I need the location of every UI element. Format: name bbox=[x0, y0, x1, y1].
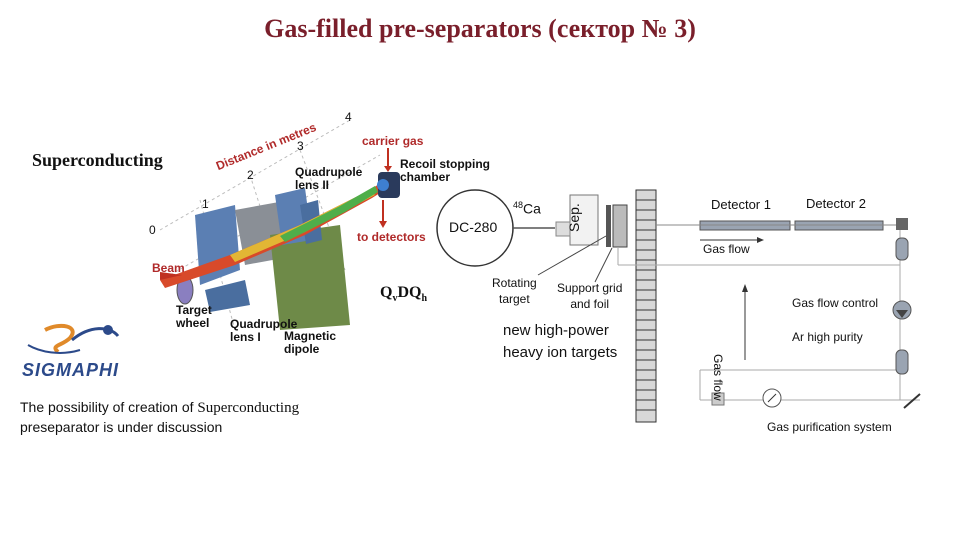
gas-flow-vertical-label: Gas flow bbox=[711, 354, 725, 401]
separator-label: Sep. bbox=[566, 203, 582, 232]
recoil-chamber-label: Recoil stopping chamber bbox=[400, 157, 490, 184]
to-detectors-label: to detectors bbox=[357, 230, 426, 244]
support-grid-label: Support grid and foil bbox=[557, 281, 623, 311]
gas-purification-label: Gas purification system bbox=[767, 420, 892, 434]
carrier-gas-label: carrier gas bbox=[362, 134, 424, 148]
detector-1-label: Detector 1 bbox=[711, 197, 771, 212]
axis-number-4: 4 bbox=[345, 110, 352, 124]
sigmaphi-logo-text: SIGMAPHI bbox=[22, 360, 120, 380]
target-wheel-label: Target wheel bbox=[176, 303, 212, 330]
superconducting-label: Superconducting bbox=[32, 150, 163, 170]
gas-flow-control-label: Gas flow control bbox=[792, 296, 879, 310]
quadrupole-lens-2-label: Quadrupole lens II bbox=[295, 165, 363, 192]
detector-2-label: Detector 2 bbox=[806, 196, 866, 211]
beam-label: Beam bbox=[152, 261, 185, 275]
axis-number-2: 2 bbox=[247, 168, 254, 182]
page-title: Gas-filled pre-separators (сектор № 3) bbox=[264, 14, 696, 43]
magnetic-dipole-label: Magnetic dipole bbox=[284, 329, 337, 356]
targets-note: new high-power heavy ion targets bbox=[503, 322, 618, 361]
discussion-note: The possibility of creation of Supercond… bbox=[20, 399, 300, 435]
ar-purity-label: Ar high purity bbox=[792, 330, 863, 344]
quadrupole-lens-1-label: Quadrupole lens I bbox=[230, 317, 298, 344]
rotating-target-label: Rotating target bbox=[492, 276, 537, 306]
beam-ion-label: 48Ca bbox=[513, 200, 541, 217]
axis-number-0: 0 bbox=[149, 223, 156, 237]
gas-flow-horizontal-label: Gas flow bbox=[703, 242, 750, 256]
axis-number-1: 1 bbox=[202, 197, 209, 211]
cyclotron-label: DC-280 bbox=[449, 219, 498, 235]
axis-number-3: 3 bbox=[297, 139, 304, 153]
qvdqh-label: QvDQh bbox=[380, 284, 428, 305]
